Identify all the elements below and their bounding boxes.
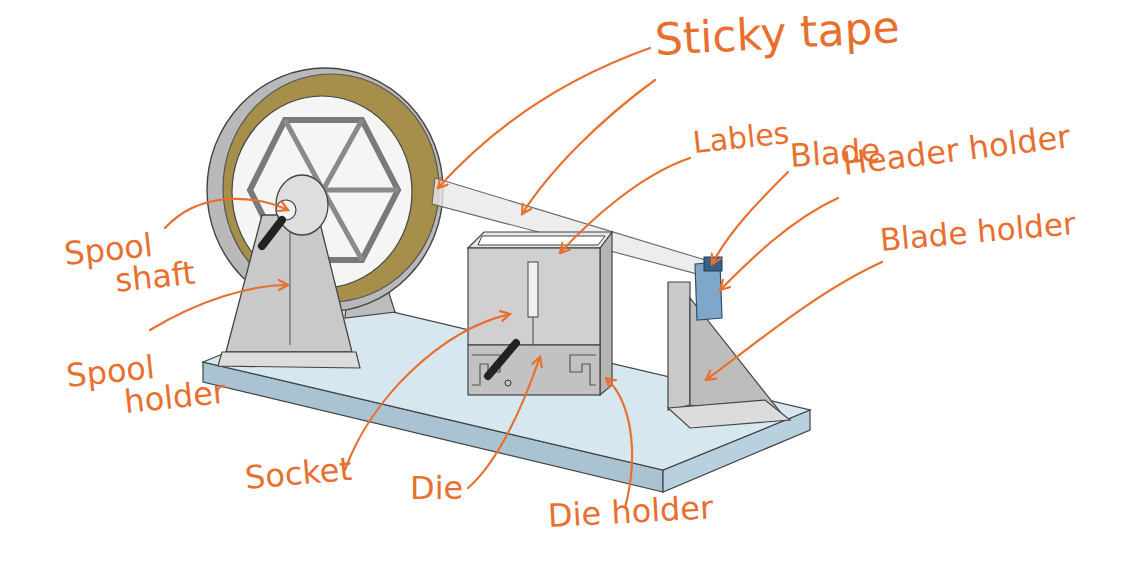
spool-spoke — [323, 188, 398, 193]
part-label: Lables — [691, 118, 790, 158]
die-holder — [468, 345, 600, 395]
leader-arrow — [345, 314, 510, 470]
leader-arrow — [712, 172, 788, 264]
blade-holder-foot — [668, 400, 790, 428]
die-body — [468, 248, 600, 345]
part-label: Header holder — [841, 120, 1072, 180]
die-line — [533, 317, 534, 345]
spool-spoke — [323, 190, 362, 260]
leader-arrow — [560, 158, 690, 253]
t-slot — [570, 355, 596, 385]
part-label: Spool shaft — [63, 223, 217, 302]
part-label: Die holder — [547, 491, 714, 532]
holder-foot — [218, 352, 360, 368]
part-label: Sticky tape — [654, 5, 901, 62]
die-handle — [488, 343, 516, 376]
socket-slot — [528, 262, 538, 317]
leader-arrow — [720, 198, 838, 290]
part-label: Die — [410, 472, 463, 504]
label-slot — [478, 236, 605, 245]
blade-holder-plate — [668, 282, 690, 410]
leader-arrow — [706, 262, 882, 380]
holder-rib — [289, 225, 290, 345]
leader-arrow — [165, 199, 288, 228]
screw-mark — [505, 380, 511, 386]
spool-hub — [276, 175, 328, 235]
spool-spoke — [323, 120, 362, 190]
leader-arrow — [468, 357, 540, 488]
die-top — [468, 232, 612, 248]
spool-holder — [226, 215, 352, 352]
shaft-handle — [262, 220, 282, 246]
leader-arrow — [150, 285, 288, 330]
leader-arrow — [606, 378, 632, 508]
die-side — [600, 232, 612, 395]
part-label: Socket — [244, 453, 353, 494]
part-label: Blade holder — [879, 208, 1077, 256]
leader-arrow — [522, 80, 655, 214]
leader-arrow — [438, 48, 650, 188]
part-label: Spool holder — [65, 341, 251, 423]
